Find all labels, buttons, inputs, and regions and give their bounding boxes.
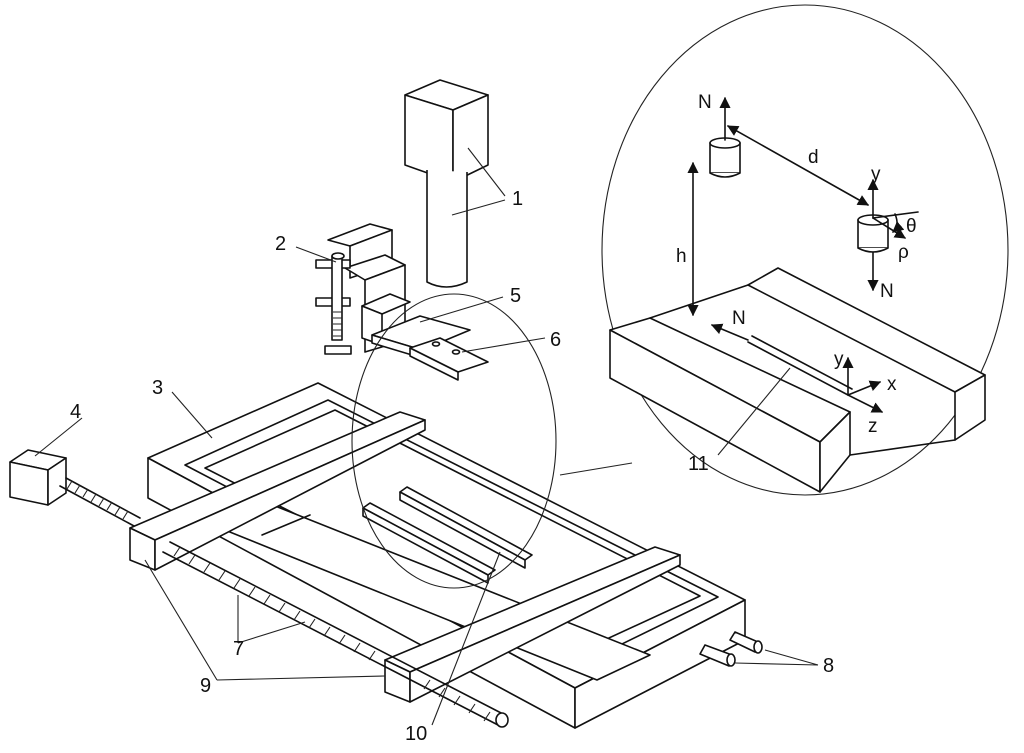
sample-plate: [409, 337, 489, 381]
inset-channel-block: [609, 267, 986, 493]
tubes: [699, 631, 763, 667]
label-7: 7: [233, 638, 244, 660]
camera: [404, 79, 489, 288]
label-10: 10: [405, 723, 427, 745]
label-11: 11: [688, 453, 709, 475]
cross-beam-left: [129, 411, 426, 571]
inset-d: d: [808, 147, 819, 168]
inset-N-bottom: N: [880, 281, 894, 302]
motor-block: [9, 449, 67, 506]
inset-N-line: N: [732, 308, 746, 329]
inset-fiber: [710, 323, 853, 396]
inset-connector-line: [559, 462, 633, 476]
label-9: 9: [200, 675, 211, 697]
inset-ellipse: [601, 4, 1009, 496]
label-6: 6: [550, 329, 561, 351]
cross-beam-right: [384, 546, 681, 703]
label-1: 1: [512, 188, 523, 210]
label-2: 2: [275, 233, 286, 255]
lead-screw-upper: [59, 477, 141, 527]
inset-theta: θ: [906, 216, 917, 237]
inset-z: z: [868, 416, 878, 437]
detail-region-ellipse: [351, 293, 557, 589]
inset-h: h: [676, 246, 687, 267]
leader-lines: [34, 147, 819, 726]
inset-N-top: N: [698, 92, 712, 113]
label-3: 3: [152, 377, 163, 399]
label-4: 4: [70, 401, 81, 423]
inset-axes-lower: [842, 356, 884, 413]
inset-y-upper: y: [871, 164, 881, 185]
lead-screw-lower: [162, 541, 509, 728]
inset-cylinder-left: [709, 96, 741, 178]
label-8: 8: [823, 655, 834, 677]
inset-y-lower: y: [834, 349, 844, 370]
inset-rho: ρ: [898, 242, 909, 263]
inset-cylinder-right: [857, 178, 919, 292]
inset-d-arrow: [727, 125, 869, 206]
slider-block: [361, 293, 471, 359]
label-5: 5: [510, 285, 521, 307]
inset-x: x: [887, 374, 897, 395]
